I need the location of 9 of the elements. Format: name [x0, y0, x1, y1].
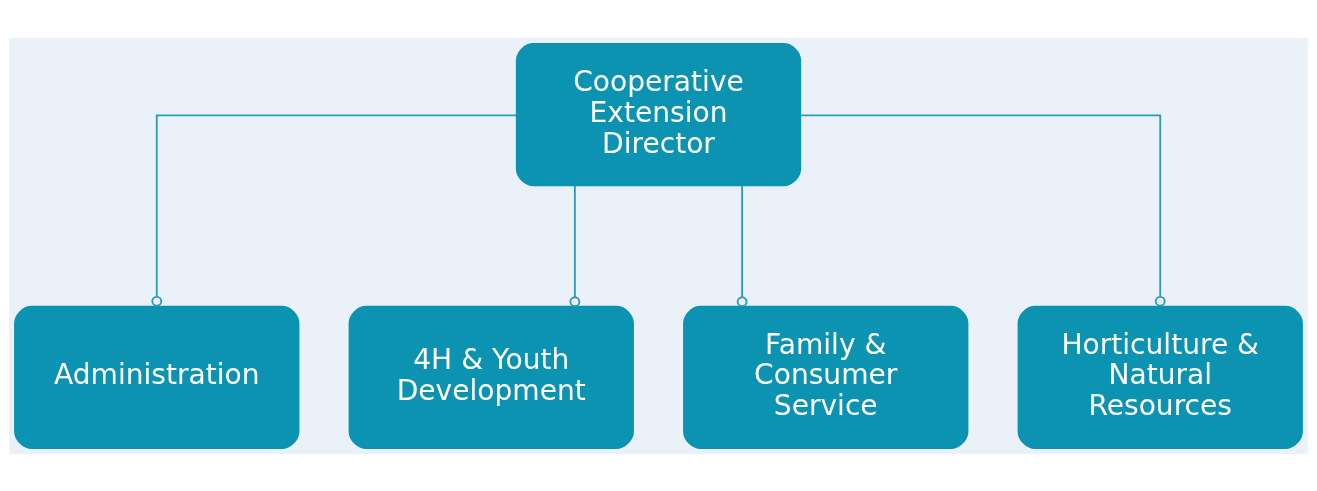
node-box: Family & Consumer Service — [683, 305, 969, 449]
connector — [736, 184, 748, 307]
connector — [569, 184, 581, 307]
node-box: 4H & Youth Development — [348, 305, 634, 449]
node-box: Cooperative Extension Director — [515, 42, 802, 186]
connector — [151, 113, 517, 307]
node-box: Horticulture & Natural Resources — [1017, 305, 1303, 449]
connector — [800, 113, 1166, 307]
node-box: Administration — [14, 305, 300, 449]
